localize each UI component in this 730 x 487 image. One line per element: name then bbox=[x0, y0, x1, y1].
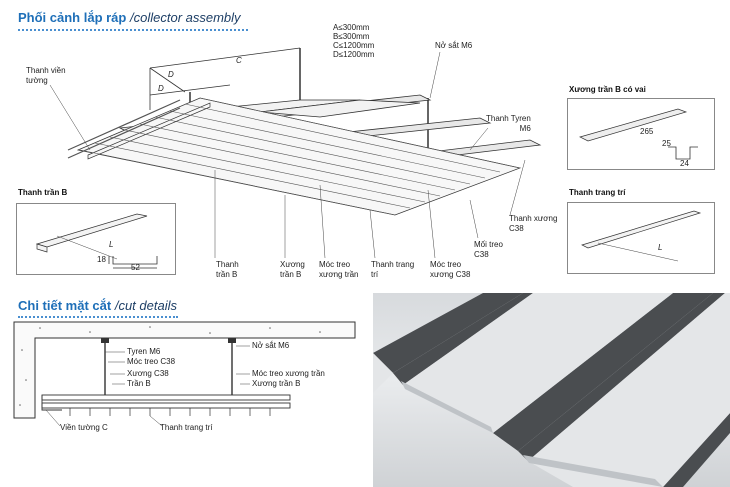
thanh-tran-b-dim-l: L bbox=[109, 240, 114, 249]
label-moc-treo-xuong-c38: Móc treo xương C38 bbox=[430, 260, 471, 279]
cut-label-moc-treo-xuong-tran: Móc treo xương trần bbox=[252, 369, 325, 378]
product-photo-panels bbox=[373, 293, 730, 487]
cut-label-tran-b: Trần B bbox=[127, 379, 151, 388]
assembly-title: Phối cảnh lắp ráp /collector assembly bbox=[18, 10, 241, 25]
spec-d: D≤1200mm bbox=[333, 50, 375, 59]
spec-a: A≤300mm bbox=[333, 23, 370, 32]
cut-label-xuong-c38: Xương C38 bbox=[127, 369, 169, 378]
xuong-tran-b-dim-a: 265 bbox=[640, 127, 654, 136]
dimension-specs: A≤300mm B≤300mm C≤1200mm D≤1200mm bbox=[333, 23, 374, 59]
label-thanh-xuong-c38: Thanh xương C38 bbox=[509, 214, 558, 233]
cut-label-vien-tuong-c: Viền tường C bbox=[60, 423, 108, 432]
dim-c: C bbox=[236, 56, 242, 65]
spec-b: B≤300mm bbox=[333, 32, 370, 41]
label-thanh-tran-b: Thanh trần B bbox=[216, 260, 239, 279]
label-xuong-tran-b: Xương trần B bbox=[280, 260, 305, 279]
spec-c: C≤1200mm bbox=[333, 41, 375, 50]
cut-title-vi: Chi tiết mặt cắt bbox=[18, 298, 112, 313]
thanh-tran-b-dim-h: 18 bbox=[97, 255, 106, 264]
panel-thanh-trang-tri: L bbox=[567, 202, 715, 274]
dim-d-1: D bbox=[168, 70, 174, 79]
xuong-tran-b-dim-w: 24 bbox=[680, 159, 689, 168]
panel-xuong-tran-b: 265 25 24 bbox=[567, 98, 715, 170]
cut-label-no-sat-m6: Nở sắt M6 bbox=[252, 341, 290, 350]
panel-title-thanh-trang-tri: Thanh trang trí bbox=[569, 188, 626, 197]
thanh-tran-b-dim-w: 52 bbox=[131, 263, 140, 272]
panel-thanh-tran-b: L 18 52 bbox=[16, 203, 176, 275]
assembly-title-en: collector assembly bbox=[133, 10, 241, 25]
cut-title-rule bbox=[18, 315, 178, 318]
label-thanh-vien-tuong: Thanh viền tường bbox=[26, 66, 66, 85]
label-no-sat-m6: Nở sắt M6 bbox=[435, 41, 473, 50]
cut-title-en: cut details bbox=[118, 298, 177, 313]
assembly-title-rule bbox=[18, 28, 248, 31]
cut-title: Chi tiết mặt cắt /cut details bbox=[18, 298, 177, 313]
dim-d-2: D bbox=[158, 84, 164, 93]
cut-label-tyren-m6: Tyren M6 bbox=[127, 347, 161, 356]
label-thanh-tyren-m6: Thanh Tyren M6 bbox=[486, 114, 531, 133]
cut-label-moc-treo-c38: Móc treo C38 bbox=[127, 357, 176, 366]
thanh-trang-tri-drawing bbox=[581, 210, 702, 262]
assembly-title-vi: Phối cảnh lắp ráp bbox=[18, 10, 127, 25]
label-moc-treo-xuong-tran: Móc treo xương trần bbox=[319, 260, 359, 279]
xuong-tran-b-dim-h: 25 bbox=[662, 139, 671, 148]
panel-title-thanh-tran-b: Thanh trần B bbox=[18, 188, 68, 197]
product-photo bbox=[373, 293, 730, 487]
cut-label-xuong-tran-b: Xương trần B bbox=[252, 379, 301, 388]
label-thanh-trang-tri: Thanh trang trí bbox=[371, 260, 415, 279]
xuong-tran-b-drawing bbox=[579, 108, 698, 160]
label-moi-treo-c38: Mối treo C38 bbox=[474, 240, 503, 259]
cut-label-thanh-trang-tri: Thanh trang trí bbox=[160, 423, 213, 432]
panel-title-xuong-tran-b: Xương trần B có vai bbox=[569, 85, 646, 94]
thanh-trang-tri-dim-l: L bbox=[658, 243, 663, 252]
thanh-tran-b-drawing bbox=[35, 213, 158, 269]
